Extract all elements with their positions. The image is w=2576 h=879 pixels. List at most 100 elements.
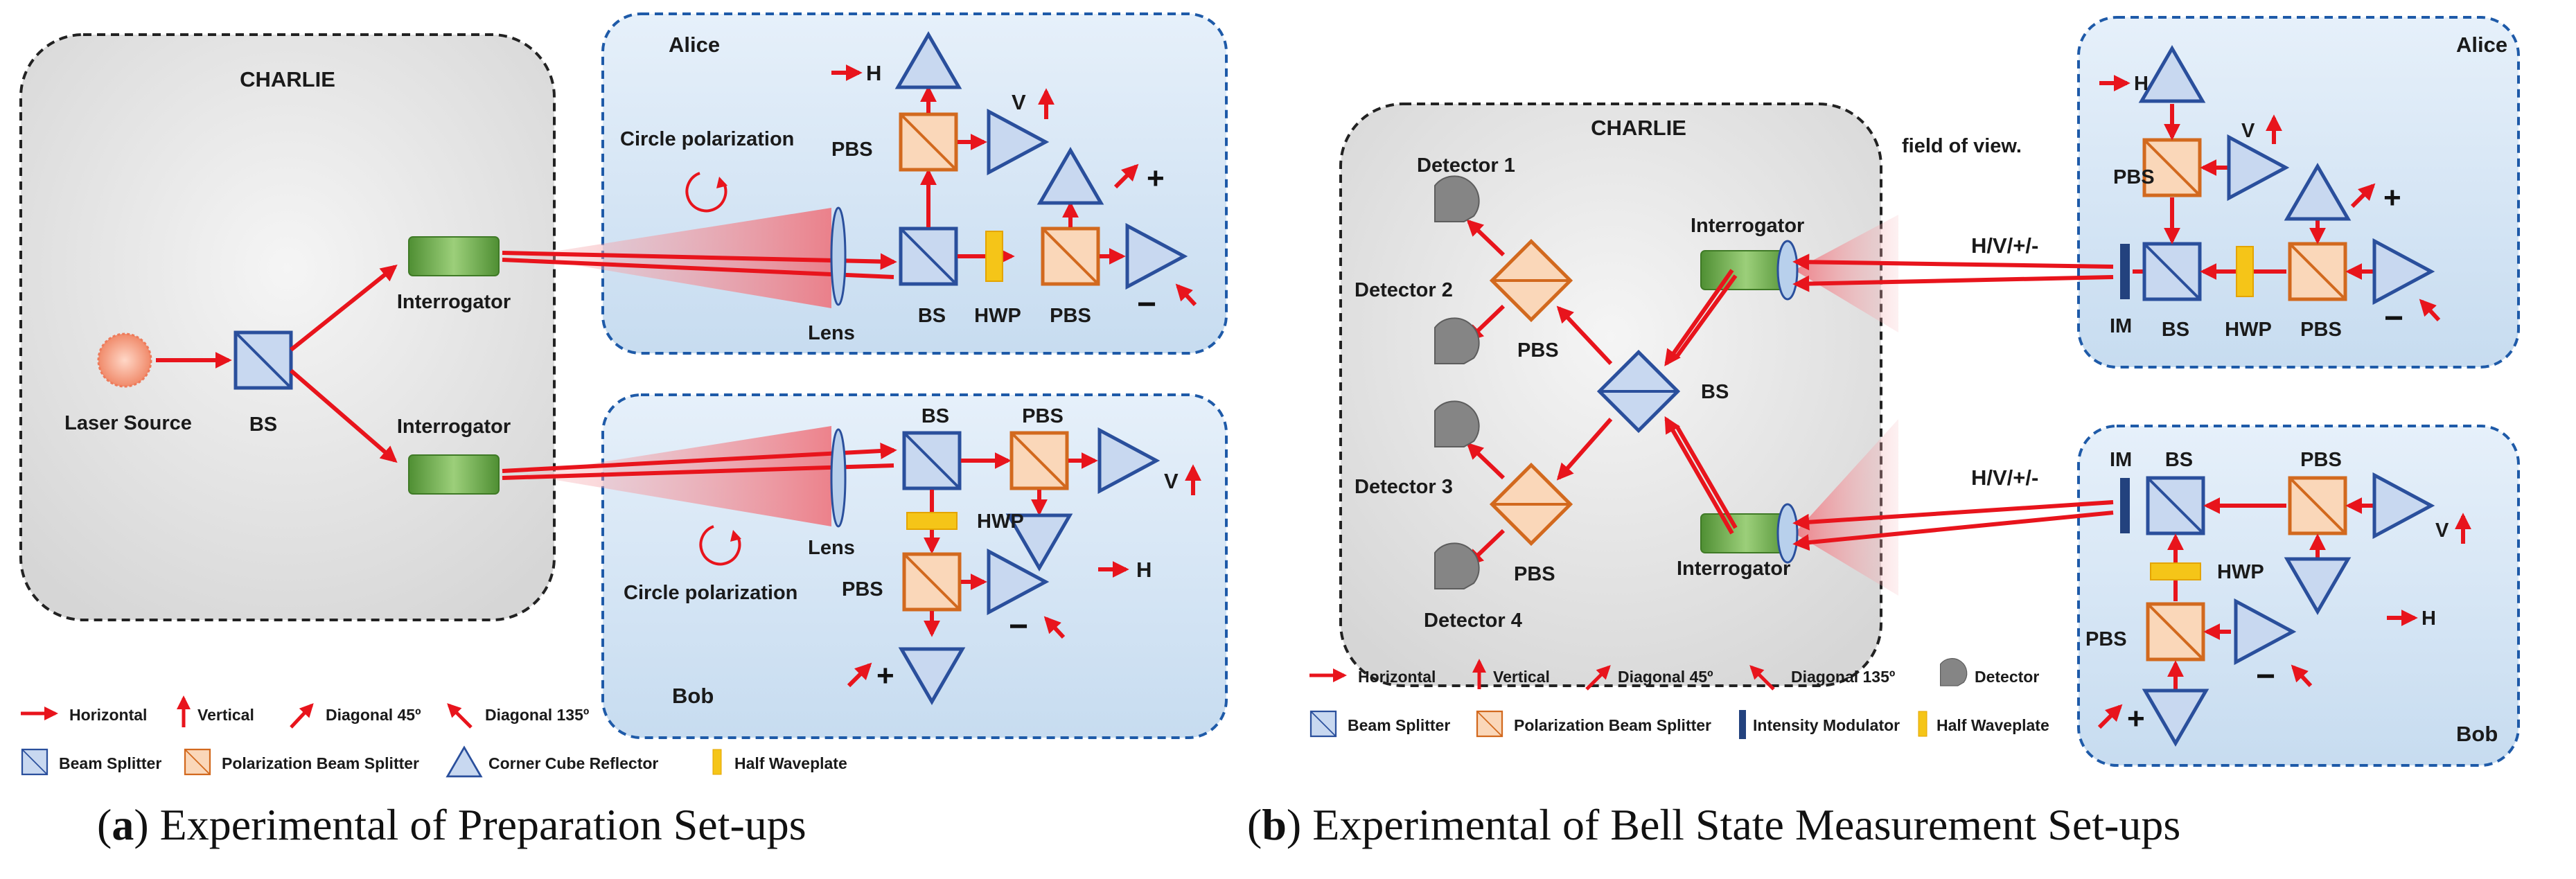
detector-1-label: Detector 1	[1417, 154, 1515, 177]
interrogator-bottom-label-b: Interrogator	[1677, 558, 1790, 580]
circle-polarization-label-a2: Circle polarization	[624, 582, 797, 604]
legend-diag135-a: Diagonal 135º	[485, 706, 589, 724]
beam-splitter-bob-a	[904, 433, 960, 488]
bs-label-alice-a: BS	[918, 305, 946, 327]
plus-label-bob-a: +	[876, 659, 894, 693]
beam-splitter-alice-b	[2144, 244, 2200, 299]
lens-alice-a	[830, 206, 847, 306]
legend-detector-b: Detector	[1975, 668, 2039, 686]
pbs-label-alice-lower-a: PBS	[1050, 305, 1091, 327]
alice-title-b: Alice	[2456, 33, 2507, 57]
lens-bob-a	[830, 428, 847, 528]
legend-horizontal-a: Horizontal	[69, 706, 147, 724]
beam-bob-in-a	[502, 443, 897, 473]
beam-splitter-alice-a	[901, 229, 956, 284]
hwp-bob-b	[2150, 562, 2201, 580]
minus-label-alice-b: −	[2384, 300, 2403, 337]
pbs-label-alice-upper-b: PBS	[2113, 166, 2155, 188]
pbs-bob-lower-b	[2148, 604, 2203, 659]
pbs-label-bob-right-b: PBS	[2300, 449, 2342, 471]
pbs-label-bob-lower-b: PBS	[2085, 628, 2127, 650]
beam-int-bottom-bs-b	[1664, 416, 1734, 535]
plus-label-bob-b: +	[2127, 702, 2145, 736]
beam-pbs-det1-b	[1466, 219, 1506, 257]
detector-2-label: Detector 2	[1355, 279, 1453, 301]
legend-diag45-arrow-b	[1585, 665, 1611, 691]
hwp-bob-a	[906, 512, 958, 530]
legend-horizontal-b: Horizontal	[1358, 668, 1436, 686]
beam-cone-top-b	[1794, 215, 1898, 332]
legend-hwp-icon-b	[1918, 711, 1927, 737]
legend-half-waveplate-b: Half Waveplate	[1937, 716, 2049, 734]
beam-bob-b1	[1792, 500, 2114, 531]
minus-arrow-bob-b	[2291, 664, 2313, 688]
lens-bottom-b	[1776, 503, 1799, 564]
hwp-label-alice-a: HWP	[974, 305, 1021, 327]
pbs-bob-right-b	[2290, 478, 2345, 533]
legend-diag45-b: Diagonal 45º	[1618, 668, 1713, 686]
legend-bs-icon-a	[21, 748, 48, 776]
beam-cone-bottom-b	[1794, 419, 1898, 596]
legend-im-icon-b	[1739, 710, 1746, 739]
lens-label-bob-a: Lens	[808, 537, 855, 559]
legend-detector-icon-b	[1940, 658, 1968, 686]
bob-title-a: Bob	[672, 684, 714, 708]
caption-b-body: Experimental of Bell State Measurement S…	[1312, 800, 2180, 849]
detector-3-label: Detector 3	[1355, 476, 1453, 498]
plus-arrow-alice-a	[1113, 163, 1139, 189]
panel-a: CHARLIE Alice Bob Laser Source BS Interr…	[19, 12, 1228, 739]
pbs-bob-right-a	[1012, 433, 1067, 488]
minus-label-bob-a: −	[1009, 608, 1028, 645]
beam-alice-in-a	[502, 251, 897, 270]
circle-polarization-icon-a2	[699, 525, 741, 566]
legend-pbs-b: Polarization Beam Splitter	[1514, 716, 1711, 734]
laser-source-label: Laser Source	[64, 412, 192, 434]
beam-alice-b1	[1792, 254, 2114, 271]
pbs-label-charlie-top-b: PBS	[1517, 339, 1559, 362]
v-label-bob-a: V	[1164, 469, 1179, 493]
beam-bs-pbs-bottom-b	[1556, 418, 1613, 481]
beam-alice-b2	[1792, 275, 2114, 292]
v-label-alice-a: V	[1012, 90, 1026, 114]
beam-splitter-bob-b	[2148, 478, 2203, 533]
minus-arrow-alice-a	[1175, 283, 1197, 307]
legend-ccr-a: Corner Cube Reflector	[488, 754, 658, 772]
legend-intensity-modulator-b: Intensity Modulator	[1753, 716, 1900, 734]
legend-bs-icon-b	[1309, 710, 1337, 738]
pbs-label-charlie-bottom-b: PBS	[1514, 563, 1555, 585]
minus-label-alice-a: −	[1137, 286, 1156, 323]
hvpm-label-bottom-b: H/V/+/-	[1971, 465, 2038, 490]
plus-label-alice-b: +	[2383, 181, 2401, 215]
beam-bs-upper	[290, 265, 398, 352]
legend-half-waveplate-a: Half Waveplate	[734, 754, 847, 772]
hvpm-label-top-b: H/V/+/-	[1971, 233, 2038, 258]
plus-arrow-bob-a	[847, 662, 872, 688]
pbs-label-bob-right-a: PBS	[1022, 405, 1064, 427]
pbs-label-bob-lower-a: PBS	[842, 578, 883, 601]
hwp-label-bob-a: HWP	[977, 510, 1024, 533]
v-label-bob-b: V	[2435, 520, 2449, 542]
legend-diag135-b: Diagonal 135º	[1791, 668, 1895, 686]
plus-arrow-alice-b	[2350, 183, 2376, 208]
minus-arrow-alice-b	[2419, 299, 2441, 322]
interrogator-top-a	[408, 236, 500, 276]
interrogator-top-label-a: Interrogator	[397, 291, 511, 313]
legend-ccr-icon-a	[446, 746, 482, 778]
caption-a: (a) Experimental of Preparation Set-ups	[97, 800, 806, 849]
lens-top-b	[1776, 240, 1799, 301]
panel-b: CHARLIE Alice Bob field of view. Interro…	[1339, 16, 2520, 767]
bs-label-bob-b: BS	[2165, 449, 2193, 471]
legend-vertical-b: Vertical	[1493, 668, 1550, 686]
detector-4-label: Detector 4	[1424, 610, 1522, 632]
legend-diag135-arrow-a	[447, 703, 473, 729]
minus-arrow-bob-a	[1043, 616, 1066, 639]
charlie-box-a	[19, 33, 556, 621]
caption-a-body: Experimental of Preparation Set-ups	[160, 800, 806, 849]
beam-alice-ret-a	[502, 258, 894, 279]
bs-label-alice-b: BS	[2162, 319, 2189, 341]
field-of-view-label: field of view.	[1902, 135, 2022, 157]
legend-pbs-icon-b	[1476, 710, 1503, 738]
pbs-label-alice-upper-a: PBS	[831, 139, 873, 161]
h-label-bob-b: H	[2421, 607, 2436, 630]
